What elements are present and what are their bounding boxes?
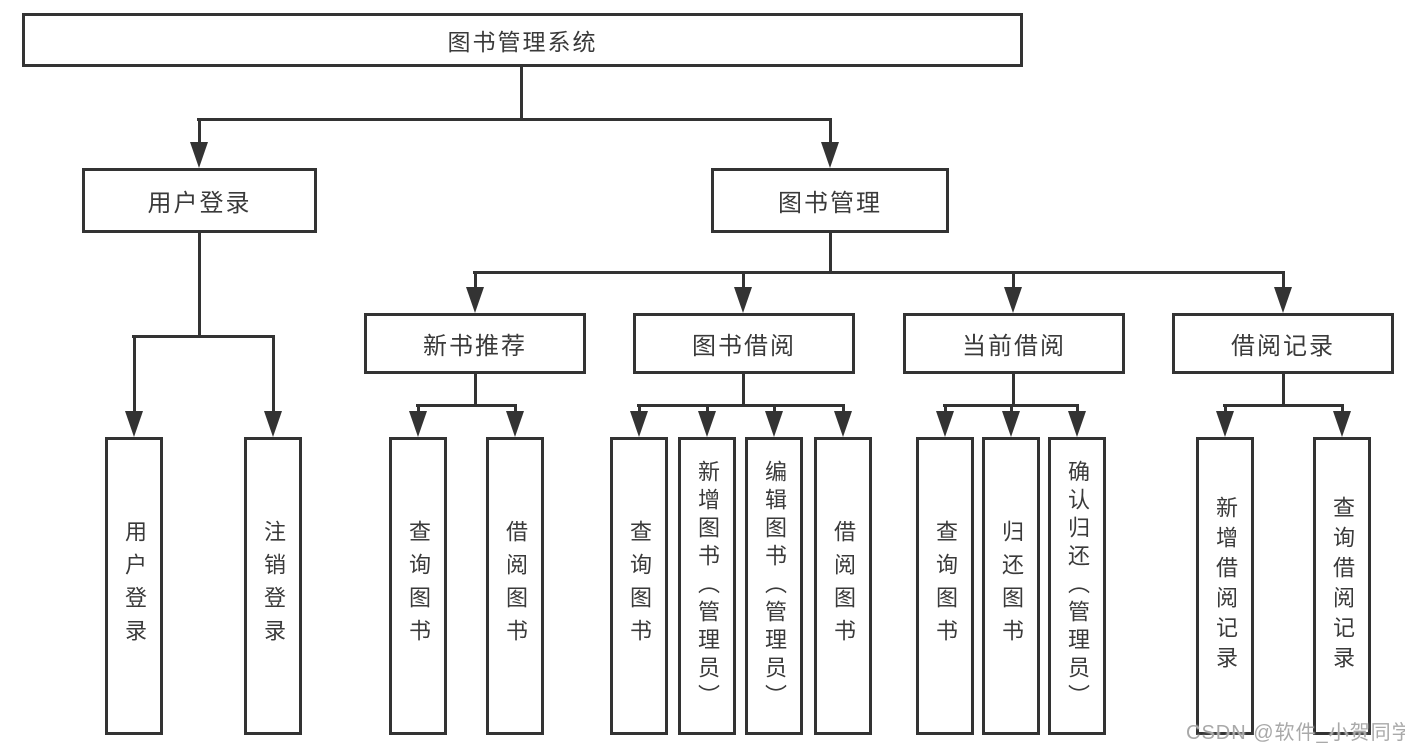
connector-login-leaf1-drop — [133, 335, 136, 413]
node-label: 当前借阅 — [962, 333, 1066, 360]
leaf-label: 注销登录 — [261, 520, 286, 652]
leaf-label: 新增图书（管理员） — [695, 460, 720, 712]
leaf-borrow-borrow-books: 借阅图书 — [814, 437, 872, 735]
connector-login-leaf2-drop — [272, 335, 275, 413]
node-new-book-recommend: 新书推荐 — [364, 313, 586, 374]
connector-records-stem — [1282, 373, 1285, 406]
leaf-current-query-books: 查询图书 — [916, 437, 974, 735]
connector-level3-hline — [473, 271, 1285, 274]
node-user-login: 用户登录 — [82, 168, 317, 233]
arrow-to-g3-add-books — [698, 411, 716, 437]
leaf-borrow-query-books: 查询图书 — [610, 437, 668, 735]
arrow-to-g5-add-record — [1216, 411, 1234, 437]
connector-records-hline — [1223, 404, 1344, 407]
leaf-records-query-record: 查询借阅记录 — [1313, 437, 1371, 735]
arrow-to-g5-query-record — [1333, 411, 1351, 437]
node-borrow-records: 借阅记录 — [1172, 313, 1394, 374]
node-label: 图书管理系统 — [447, 29, 598, 55]
leaf-label: 新增借阅记录 — [1213, 496, 1238, 676]
connector-g3-leaf3-drop — [773, 404, 776, 413]
leaf-label: 归还图书 — [999, 520, 1024, 652]
connector-g5-leaf2-drop — [1341, 404, 1344, 413]
connector-g2-leaf2-drop — [514, 404, 517, 413]
leaf-label: 借阅图书 — [503, 520, 528, 652]
arrow-to-user-login — [190, 142, 208, 168]
leaf-current-return-books: 归还图书 — [982, 437, 1040, 735]
leaf-borrow-edit-books-admin: 编辑图书（管理员） — [745, 437, 803, 735]
arrow-to-g4-return-books — [1002, 411, 1020, 437]
node-label: 借阅记录 — [1231, 333, 1335, 360]
leaf-user-login: 用户登录 — [105, 437, 163, 735]
arrow-to-g3-query-books — [630, 411, 648, 437]
arrow-to-leaf-user-login — [125, 411, 143, 437]
leaf-label: 查询借阅记录 — [1330, 496, 1355, 676]
leaf-label: 借阅图书 — [831, 520, 856, 652]
connector-g5-leaf1-drop — [1224, 404, 1227, 413]
connector-g3-leaf4-drop — [842, 404, 845, 413]
connector-g4-leaf3-drop — [1076, 404, 1079, 413]
connector-newbook-drop — [474, 271, 477, 289]
connector-book-mgmt-stem — [829, 231, 832, 273]
connector-user-login-drop — [198, 118, 201, 144]
arrow-to-new-book-recommend — [466, 287, 484, 313]
connector-bookborrow-drop — [742, 271, 745, 289]
connector-book-mgmt-drop — [829, 118, 832, 144]
connector-newbook-hline — [416, 404, 517, 407]
node-current-borrow: 当前借阅 — [903, 313, 1125, 374]
connector-user-login-stem — [198, 232, 201, 337]
leaf-label: 查询图书 — [933, 520, 958, 652]
leaf-label: 编辑图书（管理员） — [762, 460, 787, 712]
node-library-management-system: 图书管理系统 — [22, 13, 1023, 67]
leaf-label: 确认归还（管理员） — [1065, 460, 1090, 712]
node-book-borrow: 图书借阅 — [633, 313, 855, 374]
connector-root-stem — [520, 66, 523, 120]
leaf-newbook-query-books: 查询图书 — [389, 437, 447, 735]
node-label: 新书推荐 — [423, 333, 527, 360]
arrow-to-book-borrow — [734, 287, 752, 313]
node-label: 用户登录 — [147, 190, 252, 217]
arrow-to-current-borrow — [1004, 287, 1022, 313]
connector-bookborrow-hline — [637, 404, 845, 407]
connector-newbook-stem — [474, 373, 477, 406]
node-label: 图书管理 — [778, 190, 882, 217]
leaf-logout: 注销登录 — [244, 437, 302, 735]
connector-g2-leaf1-drop — [417, 404, 420, 413]
connector-user-login-hline — [132, 335, 275, 338]
leaf-label: 查询图书 — [627, 520, 652, 652]
arrow-to-g2-query-books — [409, 411, 427, 437]
connector-currentborrow-stem — [1012, 373, 1015, 406]
arrow-to-g4-confirm-return — [1068, 411, 1086, 437]
leaf-records-add-record: 新增借阅记录 — [1196, 437, 1254, 735]
connector-currentborrow-drop — [1012, 271, 1015, 289]
connector-g4-leaf2-drop — [1010, 404, 1013, 413]
csdn-watermark: CSDN @软件_小贺同学 — [1186, 722, 1405, 744]
leaf-current-confirm-return-admin: 确认归还（管理员） — [1048, 437, 1106, 735]
leaf-label: 用户登录 — [122, 520, 147, 652]
connector-g4-leaf1-drop — [944, 404, 947, 413]
arrow-to-g3-edit-books — [765, 411, 783, 437]
leaf-borrow-add-books-admin: 新增图书（管理员） — [678, 437, 736, 735]
arrow-to-g3-borrow-books — [834, 411, 852, 437]
arrow-to-book-management — [821, 142, 839, 168]
connector-g3-leaf2-drop — [706, 404, 709, 413]
leaf-label: 查询图书 — [406, 520, 431, 652]
connector-bookborrow-stem — [742, 373, 745, 406]
node-label: 图书借阅 — [692, 333, 796, 360]
connector-g3-leaf1-drop — [638, 404, 641, 413]
arrow-to-leaf-logout — [264, 411, 282, 437]
connector-level2-hline — [197, 118, 832, 121]
arrow-to-borrow-records — [1274, 287, 1292, 313]
leaf-newbook-borrow-books: 借阅图书 — [486, 437, 544, 735]
connector-records-drop — [1282, 271, 1285, 289]
node-book-management: 图书管理 — [711, 168, 949, 233]
arrow-to-g2-borrow-books — [506, 411, 524, 437]
arrow-to-g4-query-books — [936, 411, 954, 437]
